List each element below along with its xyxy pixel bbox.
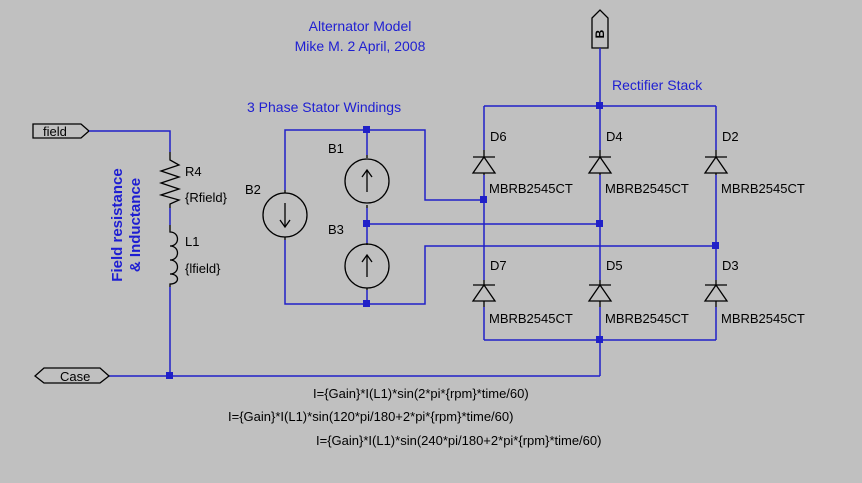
field-port[interactable]: field — [32, 123, 90, 139]
b3-ref: B3 — [328, 222, 344, 237]
field-note: Field resistance & Inductance — [109, 168, 144, 281]
junction-stator-bot — [363, 300, 370, 307]
d2-ref: D2 — [722, 129, 739, 144]
title-line2: Mike M. 2 April, 2008 — [295, 38, 426, 54]
stator-wires — [284, 129, 716, 305]
l1-value: {lfield} — [185, 261, 221, 276]
d7-ref: D7 — [490, 258, 507, 273]
diode-d5[interactable] — [587, 280, 613, 307]
junction-phase-b — [596, 220, 603, 227]
diode-d3[interactable] — [703, 280, 729, 307]
battery-port[interactable]: B — [591, 9, 609, 49]
rectifier-wires — [483, 48, 717, 376]
diode-d4[interactable] — [587, 150, 613, 175]
case-port-label: Case — [60, 369, 90, 384]
diode-d7[interactable] — [471, 280, 497, 307]
junction-case — [166, 372, 173, 379]
rectifier-label: Rectifier Stack — [612, 77, 703, 93]
equation-b2: I={Gain}*I(L1)*sin(120*pi/180+2*pi*{rpm}… — [228, 409, 513, 424]
junction-phase-c — [712, 242, 719, 249]
b2-ref: B2 — [245, 182, 261, 197]
case-port[interactable]: Case — [33, 367, 111, 384]
inductor-l1[interactable] — [169, 225, 179, 287]
current-source-b1[interactable] — [344, 155, 390, 208]
equation-b1: I={Gain}*I(L1)*sin(2*pi*{rpm}*time/60) — [313, 386, 529, 401]
field-port-label: field — [43, 124, 67, 139]
d4-model: MBRB2545CT — [605, 181, 689, 196]
diode-d6[interactable] — [471, 150, 497, 175]
r4-value: {Rfield} — [185, 190, 228, 205]
current-source-b2[interactable] — [262, 190, 308, 240]
battery-port-label: B — [593, 29, 607, 38]
d6-model: MBRB2545CT — [489, 181, 573, 196]
junction-bottom-bus — [596, 336, 603, 343]
title-line1: Alternator Model — [309, 18, 412, 34]
d7-model: MBRB2545CT — [489, 311, 573, 326]
field-note-line1: Field resistance — [109, 168, 126, 281]
resistor-r4[interactable] — [158, 152, 182, 208]
junction-stator-mid — [363, 220, 370, 227]
d3-ref: D3 — [722, 258, 739, 273]
stator-label: 3 Phase Stator Windings — [247, 99, 401, 115]
equation-b3: I={Gain}*I(L1)*sin(240*pi/180+2*pi*{rpm}… — [316, 433, 601, 448]
field-note-line2: & Inductance — [127, 178, 144, 272]
current-source-b3[interactable] — [344, 243, 390, 290]
l1-ref: L1 — [185, 234, 199, 249]
d5-model: MBRB2545CT — [605, 311, 689, 326]
d4-ref: D4 — [606, 129, 623, 144]
d3-model: MBRB2545CT — [721, 311, 805, 326]
junction-top-bus — [596, 102, 603, 109]
junction-stator-top — [363, 126, 370, 133]
junction-phase-a — [480, 196, 487, 203]
diode-d2[interactable] — [703, 150, 729, 175]
b1-ref: B1 — [328, 141, 344, 156]
r4-ref: R4 — [185, 164, 202, 179]
d2-model: MBRB2545CT — [721, 181, 805, 196]
d6-ref: D6 — [490, 129, 507, 144]
d5-ref: D5 — [606, 258, 623, 273]
